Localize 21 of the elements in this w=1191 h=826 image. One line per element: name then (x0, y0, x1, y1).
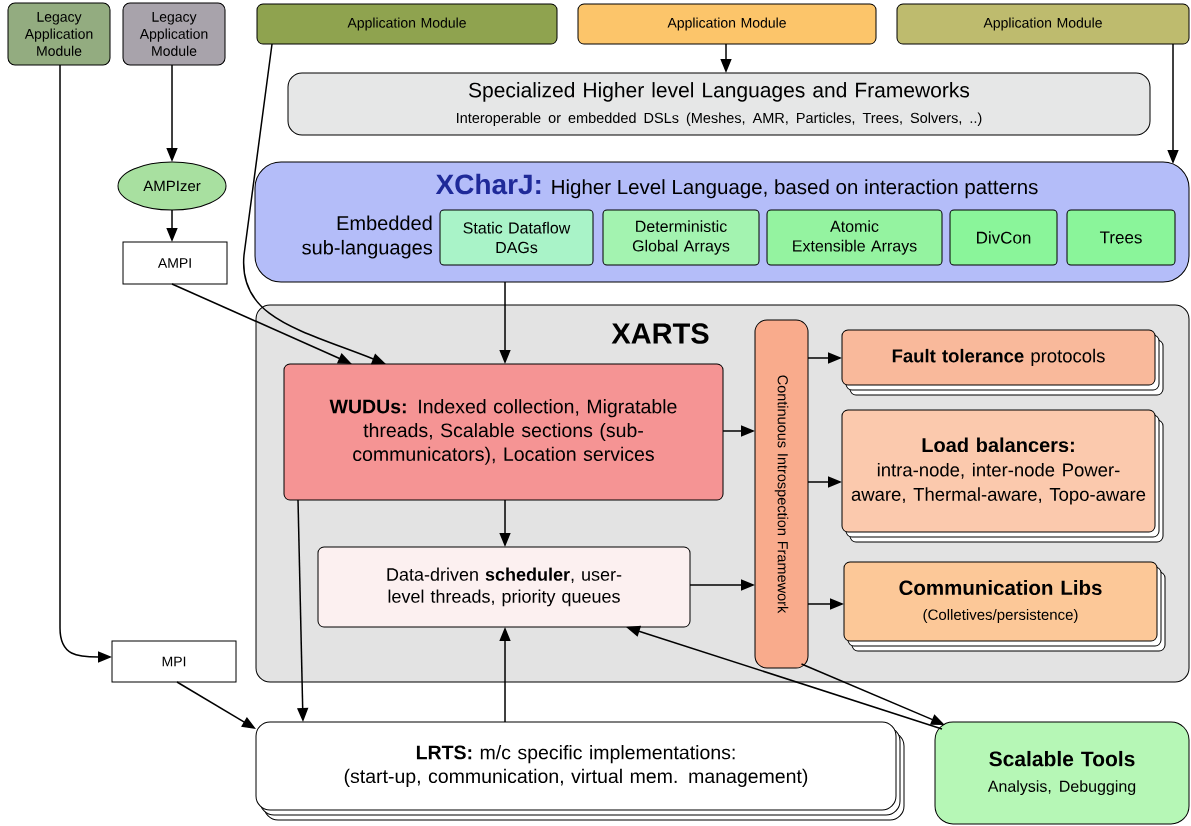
framework-box: Specialized Higher level Languages and Frameworks Interoperable or embedded DSLs (Meshes, AMR, Particles, Trees, Solvers, ..) (287, 72, 1151, 136)
module-box: Application Module (256, 3, 558, 45)
stacked-box: Load balancers: intra-node, inter-node Power-aware, Thermal-aware, Topo-aware (841, 409, 1164, 543)
library-box: AMPI (122, 241, 228, 285)
module-box: Application Module (896, 3, 1190, 45)
sub-language-box: Atomic Extensible Arrays (766, 209, 943, 266)
module-box: Legacy Application Module (122, 2, 226, 66)
module-box: Legacy Application Module (7, 2, 111, 66)
sub-language-box: Trees (1066, 209, 1176, 266)
tools-box: Scalable Tools Analysis, Debugging (934, 721, 1190, 825)
sub-language-box: DivCon (949, 209, 1058, 266)
stacked-box: Communication Libs (Colletives/persistence) (843, 561, 1166, 652)
sub-language-box: Static Dataflow DAGs (439, 209, 594, 266)
sub-language-box: Deterministic Global Arrays (602, 209, 760, 266)
scheduler-box: Data-driven scheduler, user-level threads, priority queues (317, 546, 691, 628)
component-box: WUDUs: Indexed collection, Migratable threads, Scalable sections (sub-communicators), Location services (283, 363, 724, 501)
stacked-box: Fault tolerance protocols (841, 329, 1164, 396)
module-box: Application Module (577, 3, 877, 45)
framework-bar: Continuous Introspection Framework (754, 319, 809, 669)
library-box: MPI (111, 640, 237, 683)
stacked-box: LRTS: m/c specific implementations: (start-up, communication, virtual mem. management) (255, 721, 905, 821)
